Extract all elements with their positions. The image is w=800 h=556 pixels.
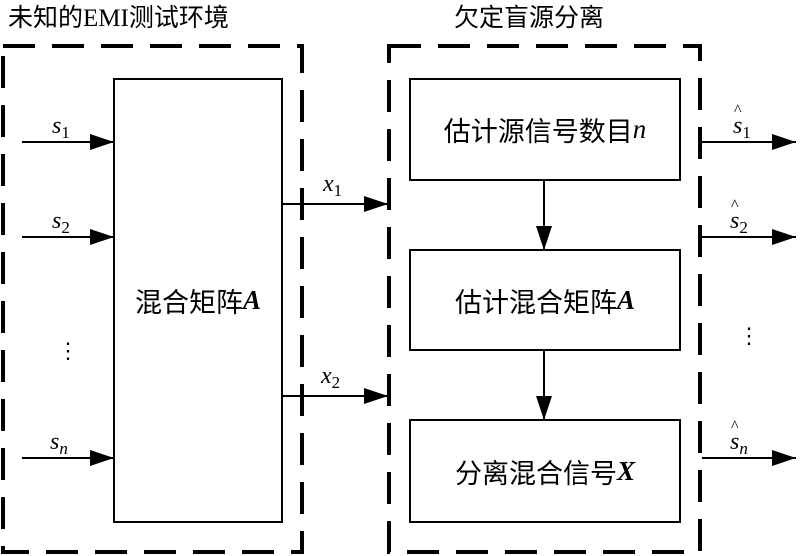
input-label-sn: sn — [50, 429, 68, 458]
output-ellipsis: ⋮ — [738, 323, 760, 348]
input-label-s2: s2 — [52, 208, 70, 237]
step-2-label: 估计混合矩阵 — [454, 287, 617, 318]
mixed-label-x1: x1 — [323, 171, 343, 200]
input-ellipsis: ⋮ — [57, 338, 79, 363]
step-1-label: 估计源信号数目 — [443, 117, 633, 147]
step-3-symbol: X — [616, 455, 635, 486]
mixing-matrix-label: 混合矩阵 — [134, 288, 243, 318]
left-group-title: 未知的EMI测试环境 — [8, 5, 229, 32]
mixed-label-x2: x2 — [321, 363, 341, 392]
step-2-symbol: A — [616, 284, 635, 315]
step-3-label: 分离混合信号 — [454, 458, 617, 489]
mixing-matrix-symbol: A — [242, 285, 261, 315]
right-group-border — [387, 44, 702, 554]
left-group-border — [1, 44, 304, 554]
step-1-symbol: n — [632, 114, 647, 144]
input-label-s1: s1 — [52, 113, 70, 142]
right-group-title: 欠定盲源分离 — [454, 5, 605, 32]
output-label-s2-hat: s2 — [730, 194, 748, 240]
output-label-s1-hat: s1 — [733, 99, 751, 145]
output-label-sn-hat: sn — [730, 415, 748, 461]
